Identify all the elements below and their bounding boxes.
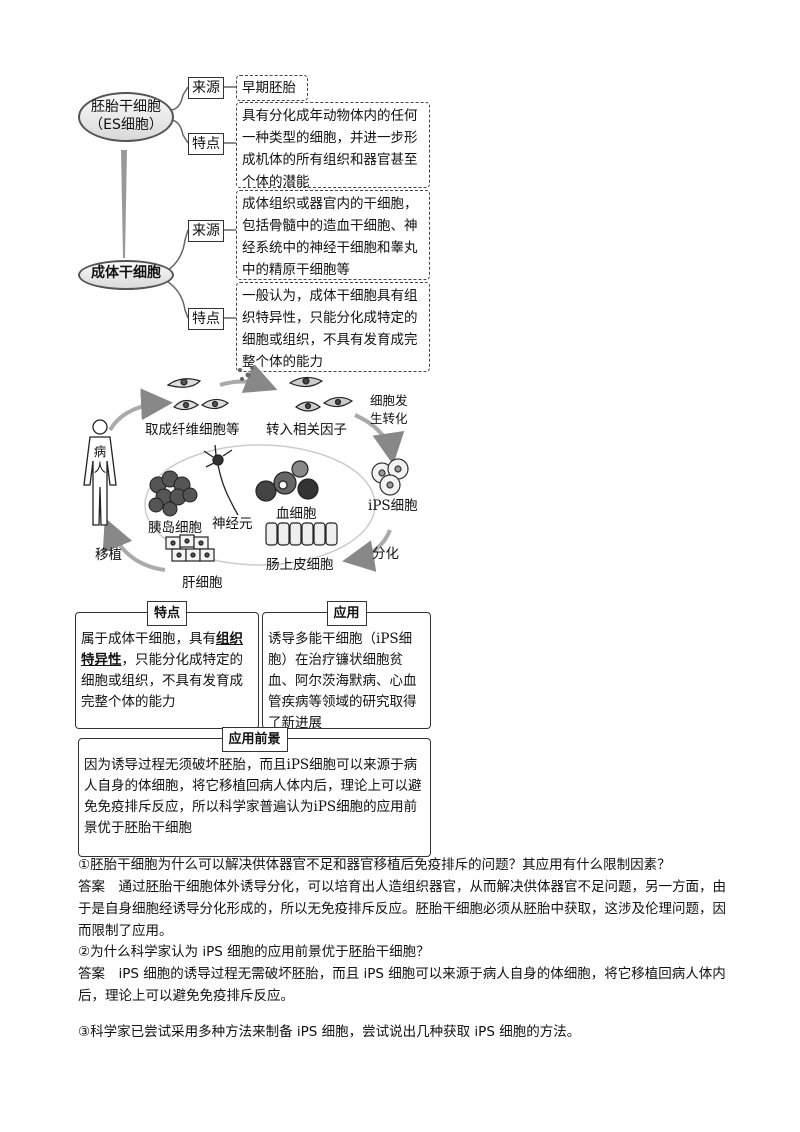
intestinal-epithelium — [265, 522, 338, 546]
adult-source-tag: 来源 — [188, 220, 224, 242]
prospect-box-title: 应用前景 — [221, 727, 288, 752]
answer-1: 答案 通过胚胎干细胞体外诱导分化，可以培育出人造组织器官，从而解决供体器官不足问… — [78, 879, 726, 939]
features-text-emphasis: 组织特异性 — [81, 631, 243, 668]
prospect-text: 因为诱导过程无须破坏胚胎，而且iPS细胞可以来源于病人自身的体细胞，将它移植回病… — [84, 757, 422, 836]
label-liver: 肝细胞 — [182, 575, 223, 591]
adult-stem-cell-node: 成体干细胞 — [78, 260, 174, 290]
neuron-cell — [203, 444, 239, 516]
liver-cells — [165, 534, 215, 562]
label-add-factors: 转入相关因子 — [266, 422, 347, 438]
blood-cells — [255, 460, 319, 502]
transformed-cells — [288, 376, 354, 412]
question-3: ③科学家已尝试采用多种方法来制备 iPS 细胞，尝试说出几种获取 iPS 细胞的… — [78, 1024, 581, 1040]
features-box: 特点 属于成体干细胞，具有组织特异性，只能分化成特定的细胞或组织，不具有发育成完… — [75, 601, 259, 729]
arrow-to-ips — [354, 413, 405, 465]
patient-figure — [83, 419, 117, 526]
fibroblast-cells — [166, 378, 230, 411]
arrow-to-patient — [102, 517, 166, 572]
arrow-to-differentiation — [342, 529, 392, 572]
factor-dots — [238, 366, 254, 381]
answer-2: 答案 iPS 细胞的诱导过程无需破坏胚胎，而且 iPS 细胞可以来源于病人自身的… — [78, 966, 726, 1004]
islet-cells — [148, 470, 198, 517]
application-box: 应用 诱导多能干细胞（iPS细胞）在治疗镰状细胞贫血、阿尔茨海默病、心血管疾病等… — [262, 601, 431, 731]
ips-cycle-diagram — [83, 365, 409, 572]
label-blood: 血细胞 — [276, 506, 317, 522]
label-differentiate: 分化 — [372, 546, 399, 562]
label-transform-line1: 细胞发 — [370, 393, 408, 408]
label-islet: 胰岛细胞 — [148, 520, 202, 536]
features-text-before: 属于成体干细胞，具有 — [81, 631, 216, 647]
label-transform: 细胞发 生转化 — [370, 392, 408, 428]
adult-source-text: 成体组织或器官内的干细胞，包括骨髓中的造血干细胞、神经系统中的神经干细胞和睾丸中… — [236, 190, 430, 280]
arrow-to-fibroblast — [108, 388, 173, 432]
application-box-title: 应用 — [326, 601, 367, 626]
label-ips: iPS细胞 — [368, 498, 418, 514]
label-patient: 病人 — [93, 444, 107, 475]
es-source-tag: 来源 — [188, 77, 224, 99]
adult-stem-cell-title: 成体干细胞 — [91, 265, 161, 281]
label-transplant: 移植 — [95, 547, 122, 563]
es-cell-title: 胚胎干细胞 — [91, 99, 161, 115]
question-1: ①胚胎干细胞为什么可以解决供体器官不足和器官移植后免疫排斥的问题？其应用有什么限… — [78, 857, 671, 873]
es-feature-tag: 特点 — [188, 133, 224, 155]
prospect-box: 应用前景 因为诱导过程无须破坏胚胎，而且iPS细胞可以来源于病人自身的体细胞，将… — [78, 727, 431, 857]
adult-feature-text: 一般认为，成体干细胞具有组织特异性，只能分化成特定的细胞或组织，不具有发育成完整… — [236, 282, 430, 372]
label-intestine: 肠上皮细胞 — [266, 557, 334, 573]
label-take-cells: 取成纤维细胞等 — [145, 422, 240, 438]
ips-cells — [371, 458, 409, 496]
question-2: ②为什么科学家认为 iPS 细胞的应用前景优于胚胎干细胞？ — [78, 944, 430, 960]
label-transform-line2: 生转化 — [370, 411, 408, 426]
features-box-title: 特点 — [146, 601, 188, 626]
es-source-text: 早期胚胎 — [236, 75, 308, 101]
features-text-after: ，只能分化成特定的细胞或组织，不具有发育成完整个体的能力 — [81, 652, 243, 710]
application-text: 诱导多能干细胞（iPS细胞）在治疗镰状细胞贫血、阿尔茨海默病、心血管疾病等领域的… — [268, 631, 417, 731]
arrow-to-factors — [219, 365, 278, 393]
label-neuron: 神经元 — [212, 516, 253, 532]
adult-feature-tag: 特点 — [188, 308, 224, 330]
es-cell-node: 胚胎干细胞 （ES细胞） — [78, 92, 174, 142]
es-feature-text: 具有分化成年动物体内的任何一种类型的细胞，并进一步形成机体的所有组织和器官甚至个… — [236, 102, 430, 190]
es-cell-subtitle: （ES细胞） — [89, 117, 163, 133]
